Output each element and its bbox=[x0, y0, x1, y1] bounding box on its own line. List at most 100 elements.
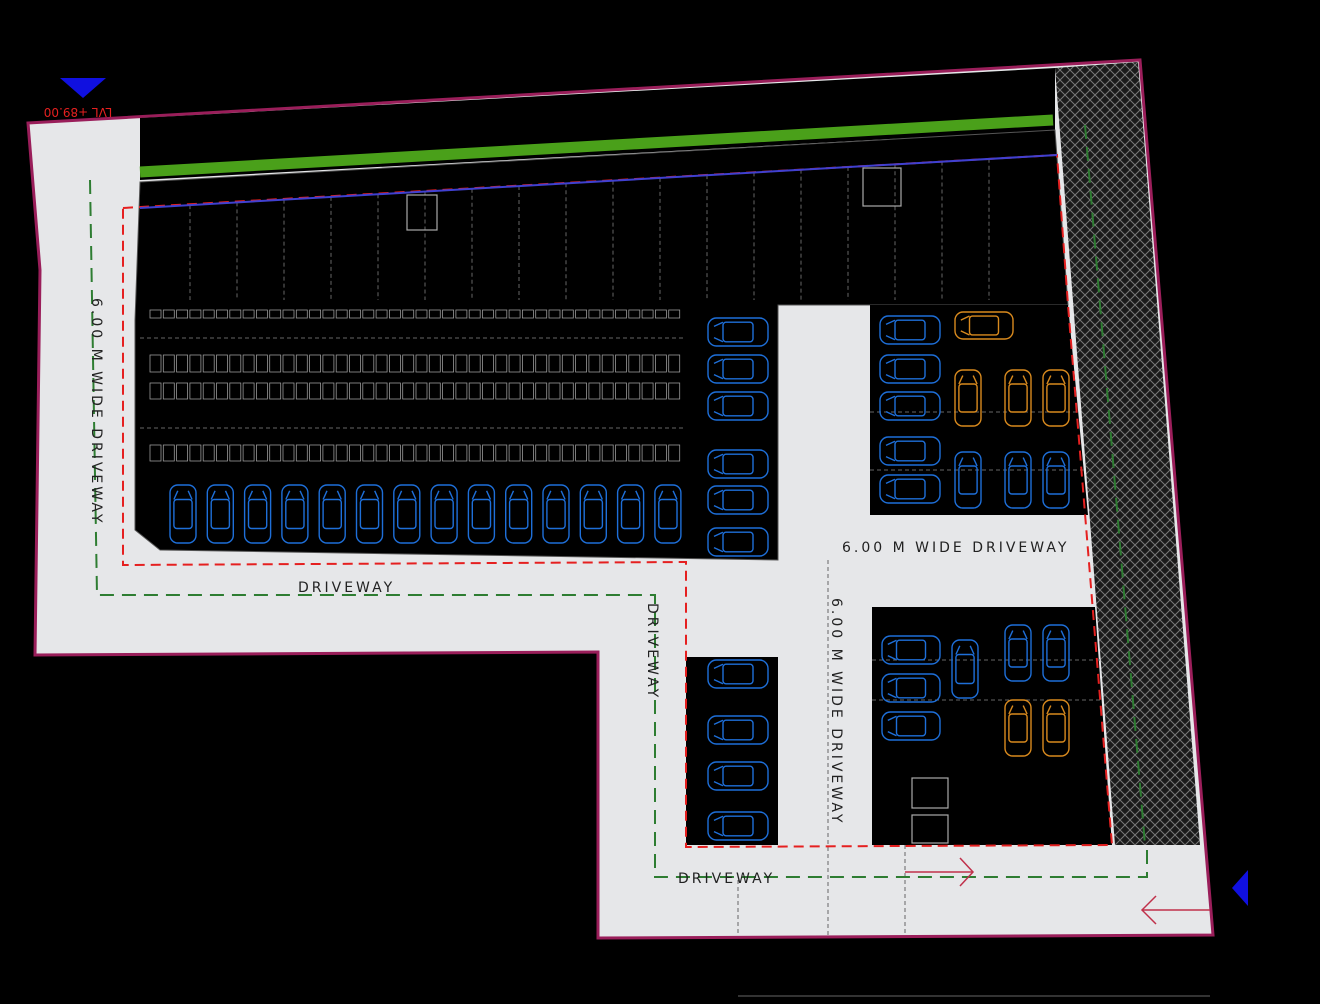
two-wheeler-slot bbox=[641, 354, 654, 373]
two-wheeler-slot bbox=[242, 309, 255, 319]
two-wheeler-slot bbox=[641, 309, 654, 319]
two-wheeler-slot bbox=[202, 354, 215, 373]
two-wheeler-slot bbox=[216, 354, 228, 373]
two-wheeler-slot bbox=[269, 354, 282, 373]
two-wheeler-slot bbox=[375, 354, 388, 373]
two-wheeler-slot bbox=[176, 444, 189, 462]
two-wheeler-slot bbox=[216, 382, 228, 400]
car-icon bbox=[467, 484, 496, 544]
two-wheeler-slot bbox=[362, 444, 375, 462]
parking-block-top-right bbox=[870, 305, 1088, 515]
two-wheeler-slot bbox=[615, 444, 627, 462]
parking-block-bottom-right bbox=[872, 607, 1112, 845]
two-wheeler-slot bbox=[349, 382, 361, 400]
car-icon bbox=[1042, 624, 1070, 682]
two-wheeler-slot bbox=[575, 309, 587, 319]
two-wheeler-slot bbox=[455, 382, 468, 400]
two-wheeler-slot bbox=[561, 444, 574, 462]
car-icon bbox=[169, 484, 197, 544]
two-wheeler-slot bbox=[561, 382, 574, 400]
exit-arrow-icon bbox=[1140, 895, 1210, 925]
two-wheeler-slot bbox=[176, 354, 189, 373]
two-wheeler-slot bbox=[495, 354, 508, 373]
two-wheeler-slot bbox=[269, 444, 282, 462]
two-wheeler-slot bbox=[655, 309, 667, 319]
car-icon bbox=[881, 711, 941, 741]
car-icon bbox=[879, 474, 941, 504]
two-wheeler-slot bbox=[402, 309, 415, 319]
two-wheeler-slot bbox=[495, 444, 508, 462]
two-wheeler-slot bbox=[482, 354, 494, 373]
two-wheeler-slot bbox=[282, 354, 295, 373]
two-wheeler-slot bbox=[468, 444, 481, 462]
two-wheeler-slot bbox=[442, 354, 455, 373]
car-icon bbox=[579, 484, 607, 544]
two-wheeler-slot bbox=[455, 309, 468, 319]
two-wheeler-slot bbox=[668, 382, 681, 400]
car-icon bbox=[954, 369, 982, 427]
lift-core bbox=[911, 814, 949, 844]
two-wheeler-slot bbox=[522, 354, 534, 373]
two-wheeler-slot bbox=[428, 354, 441, 373]
two-wheeler-slot bbox=[176, 309, 189, 319]
two-wheeler-slot bbox=[561, 309, 574, 319]
two-wheeler-slot bbox=[442, 382, 455, 400]
two-wheeler-slot bbox=[628, 354, 641, 373]
two-wheeler-slot bbox=[588, 354, 601, 373]
two-wheeler-slot bbox=[388, 309, 401, 319]
two-wheeler-slot bbox=[442, 444, 455, 462]
entry-arrow-icon bbox=[905, 857, 975, 887]
lift-core bbox=[406, 194, 438, 231]
two-wheeler-slot bbox=[242, 382, 255, 400]
two-wheeler-slot bbox=[335, 309, 348, 319]
car-icon bbox=[393, 484, 421, 544]
two-wheeler-slot bbox=[149, 382, 162, 400]
two-wheeler-slot bbox=[229, 382, 242, 400]
two-wheeler-slot bbox=[535, 444, 548, 462]
car-icon bbox=[1004, 699, 1032, 757]
two-wheeler-slot bbox=[601, 354, 614, 373]
two-wheeler-slot bbox=[668, 354, 681, 373]
two-wheeler-slot bbox=[508, 382, 521, 400]
car-icon bbox=[206, 484, 235, 544]
two-wheeler-slot bbox=[255, 444, 268, 462]
two-wheeler-slot bbox=[309, 444, 322, 462]
two-wheeler-slot bbox=[508, 444, 521, 462]
two-wheeler-slot bbox=[455, 354, 468, 373]
two-wheeler-slot bbox=[362, 382, 375, 400]
two-wheeler-slot bbox=[561, 354, 574, 373]
two-wheeler-slot bbox=[535, 382, 548, 400]
two-wheeler-slot bbox=[335, 354, 348, 373]
two-wheeler-slot bbox=[655, 354, 667, 373]
two-wheeler-slot bbox=[548, 444, 561, 462]
two-wheeler-slot bbox=[189, 444, 202, 462]
two-wheeler-slot bbox=[149, 354, 162, 373]
car-icon bbox=[1004, 624, 1032, 682]
two-wheeler-slot bbox=[349, 309, 361, 319]
two-wheeler-slot bbox=[655, 444, 667, 462]
two-wheeler-slot bbox=[295, 382, 308, 400]
two-wheeler-slot bbox=[375, 444, 388, 462]
level-marker-icon bbox=[60, 78, 106, 98]
hatched-strip bbox=[1055, 62, 1200, 845]
two-wheeler-slot bbox=[615, 309, 627, 319]
two-wheeler-slot bbox=[202, 382, 215, 400]
two-wheeler-slot bbox=[189, 309, 202, 319]
car-icon bbox=[616, 484, 645, 544]
two-wheeler-slot bbox=[588, 444, 601, 462]
lift-core bbox=[911, 777, 949, 809]
two-wheeler-slot bbox=[229, 354, 242, 373]
two-wheeler-slot bbox=[535, 354, 548, 373]
two-wheeler-slot bbox=[375, 382, 388, 400]
car-icon bbox=[707, 761, 769, 791]
two-wheeler-slot bbox=[495, 382, 508, 400]
center-driveway-label: 6.00 M WIDE DRIVEWAY bbox=[828, 598, 844, 825]
two-wheeler-slot bbox=[655, 382, 667, 400]
car-icon bbox=[881, 673, 941, 703]
two-wheeler-slot bbox=[455, 444, 468, 462]
two-wheeler-slot bbox=[615, 382, 627, 400]
two-wheeler-slot bbox=[362, 309, 375, 319]
two-wheeler-slot bbox=[402, 382, 415, 400]
two-wheeler-slot bbox=[495, 309, 508, 319]
two-wheeler-slot bbox=[388, 354, 401, 373]
